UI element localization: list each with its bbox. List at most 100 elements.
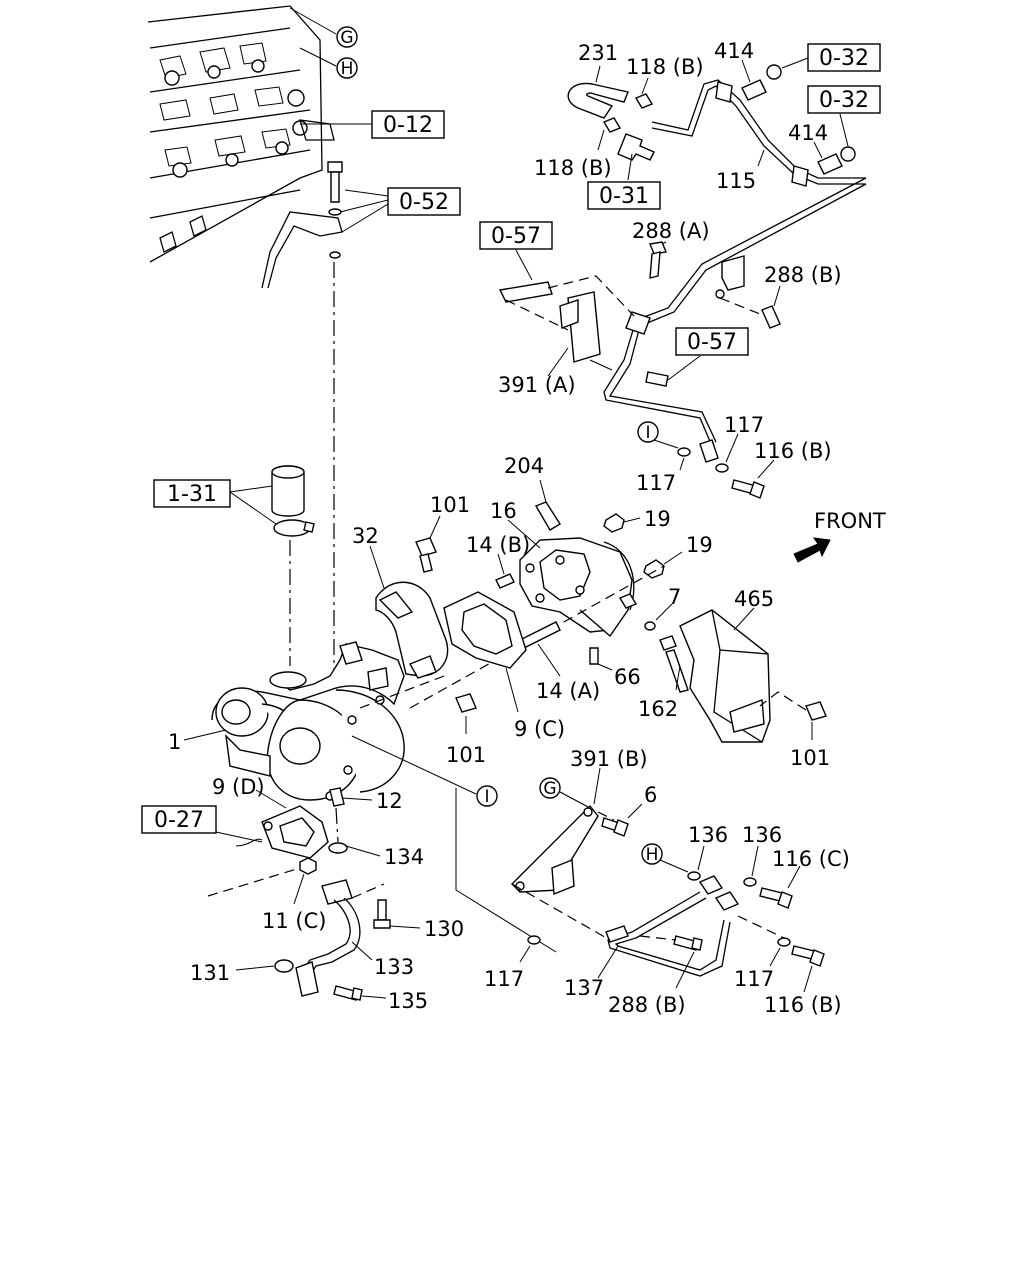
cap-0-32-mid [839, 113, 856, 162]
circle-ref-h-top: H [336, 57, 358, 79]
label-231: 231 [578, 41, 618, 65]
label-288b-top: 288 (B) [764, 263, 842, 287]
ref-box-0-57-top: 0-57 [479, 221, 553, 250]
label-9c: 9 (C) [514, 717, 565, 741]
washer-117-c [527, 935, 541, 945]
ref-box-0-52: 0-52 [387, 187, 461, 216]
washer-7 [644, 603, 673, 631]
label-9d: 9 (D) [212, 775, 265, 799]
label-7: 7 [668, 585, 681, 609]
svg-text:1-31: 1-31 [167, 482, 217, 507]
svg-text:0-27: 0-27 [154, 808, 204, 833]
oil-pipe-main [603, 177, 867, 463]
svg-text:I: I [484, 787, 489, 807]
label-414-top: 414 [714, 39, 754, 63]
label-6: 6 [644, 783, 657, 807]
bolt-130 [351, 883, 421, 929]
bolt-6 [601, 803, 643, 837]
washer-136-a [687, 871, 701, 881]
label-162: 162 [638, 697, 678, 721]
svg-text:H: H [646, 845, 659, 865]
ref-box-0-32-mid: 0-32 [807, 85, 881, 114]
label-118b-top: 118 (B) [626, 55, 704, 79]
hose-231 [567, 82, 629, 119]
circle-ref-h-low: H [641, 843, 663, 865]
label-11c: 11 (C) [262, 909, 326, 933]
svg-text:0-57: 0-57 [687, 330, 737, 355]
housing-16 [507, 519, 638, 638]
bolt-162 [659, 635, 689, 693]
label-101-top: 101 [430, 493, 470, 517]
bolt-101-mid [455, 693, 477, 734]
stud-66 [589, 647, 613, 671]
svg-text:0-32: 0-32 [819, 88, 869, 113]
pipe-115 [651, 79, 866, 187]
nut-414-mid [813, 141, 843, 175]
cover-465 [679, 607, 771, 743]
front-label: FRONT [814, 509, 886, 533]
circle-ref-g-low: G [539, 777, 561, 799]
bolt-101-right [759, 691, 827, 740]
bolt-116c [759, 865, 801, 909]
washer-117-d [777, 937, 791, 947]
label-136-a: 136 [688, 823, 728, 847]
label-101-right: 101 [790, 746, 830, 770]
ref-box-0-12: 0-12 [371, 110, 445, 139]
bolt-288b-low [639, 935, 703, 989]
fitting-118b-low [597, 117, 655, 181]
svg-text:G: G [543, 779, 556, 799]
label-116b-top: 116 (B) [754, 439, 832, 463]
circle-ref-i-mid: I [476, 785, 498, 807]
svg-text:0-57: 0-57 [491, 224, 541, 249]
bolt-0-57-mid [645, 355, 701, 387]
label-134: 134 [384, 845, 424, 869]
boot-1-31 [229, 465, 315, 537]
label-1: 1 [168, 730, 181, 754]
label-14a: 14 (A) [536, 679, 600, 703]
label-288a: 288 (A) [632, 219, 710, 243]
washer-117-b [715, 463, 729, 473]
bracket-288b-top [715, 255, 781, 329]
label-32: 32 [352, 524, 379, 548]
svg-text:0-31: 0-31 [599, 184, 649, 209]
label-130: 130 [424, 917, 464, 941]
label-117-b: 117 [636, 471, 676, 495]
label-117-c: 117 [484, 967, 524, 991]
label-66: 66 [614, 665, 641, 689]
oil-return-pipe-137 [511, 875, 740, 979]
washer-117-a [677, 447, 691, 457]
label-391a: 391 (A) [498, 373, 576, 397]
label-14b: 14 (B) [466, 533, 530, 557]
ref-box-1-31: 1-31 [153, 479, 231, 508]
label-131: 131 [190, 961, 230, 985]
label-115: 115 [716, 169, 756, 193]
label-414-mid: 414 [788, 121, 828, 145]
fitting-118b-top [634, 77, 654, 109]
shield-32 [369, 545, 449, 679]
label-19-a: 19 [644, 507, 671, 531]
ref-box-0-31: 0-31 [587, 181, 661, 210]
bolt-101-top [415, 515, 441, 573]
engine-block [147, 5, 372, 263]
label-136-b: 136 [742, 823, 782, 847]
label-118b-low: 118 (B) [534, 156, 612, 180]
nut-19-b [643, 551, 683, 579]
bolt-135 [333, 985, 387, 1001]
gasket-9c [443, 591, 527, 713]
label-116b-low: 116 (B) [764, 993, 842, 1017]
ref-box-0-57-mid: 0-57 [675, 327, 749, 356]
stud-12 [329, 787, 373, 807]
svg-text:0-52: 0-52 [399, 190, 449, 215]
label-12: 12 [376, 789, 403, 813]
label-391b: 391 (B) [570, 747, 648, 771]
label-204: 204 [504, 454, 544, 478]
circle-ref-g-top: G [336, 26, 358, 48]
ref-box-0-32-top: 0-32 [807, 43, 881, 72]
label-117-d: 117 [734, 967, 774, 991]
ring-131 [235, 959, 294, 973]
drain-pipe-133 [295, 879, 373, 997]
label-101-mid: 101 [446, 743, 486, 767]
label-135: 135 [388, 989, 428, 1013]
label-16: 16 [490, 499, 517, 523]
svg-text:I: I [645, 423, 650, 443]
